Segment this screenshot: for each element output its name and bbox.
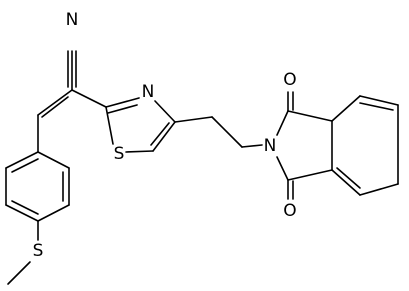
ethyl-linker <box>174 116 263 148</box>
bond <box>287 169 333 181</box>
vinyl-linker <box>37 89 107 153</box>
bond <box>336 167 361 189</box>
bond <box>287 110 333 122</box>
imide-ring <box>276 91 333 200</box>
bond <box>276 156 289 181</box>
bond <box>11 158 39 173</box>
nitrile-group <box>67 50 77 91</box>
bond <box>331 95 361 122</box>
bond <box>276 110 289 136</box>
phenyl-ring <box>5 151 70 222</box>
bond <box>174 116 213 123</box>
bond <box>41 96 69 118</box>
methylthio-group <box>7 220 39 285</box>
bond <box>211 116 243 148</box>
bond <box>125 150 154 153</box>
bond <box>71 89 107 108</box>
bond <box>154 100 176 123</box>
bond <box>241 144 263 148</box>
thiazole-nitrogen-label: N <box>142 82 155 102</box>
bond <box>359 95 399 106</box>
bond <box>37 89 73 116</box>
thioether-sulfur-label: S <box>33 241 44 261</box>
thiazole-ring <box>105 97 176 153</box>
carbonyl-oxygen-top-label: O <box>283 70 296 90</box>
phthalimide-benzene-ring <box>331 95 399 196</box>
imide-nitrogen-label: N <box>264 136 277 156</box>
bond <box>11 200 39 215</box>
bond <box>359 183 399 196</box>
bond <box>107 104 138 114</box>
nitrile-nitrogen-label: N <box>66 10 79 30</box>
bond <box>105 97 140 108</box>
bond <box>5 151 39 169</box>
bond <box>5 204 39 222</box>
bond <box>7 261 31 285</box>
carbonyl-oxygen-bottom-label: O <box>283 201 296 221</box>
thiazole-sulfur-label: S <box>114 144 125 164</box>
bond <box>37 204 70 222</box>
bond <box>331 169 361 196</box>
bond <box>150 122 170 146</box>
bond <box>105 106 114 145</box>
bond <box>152 121 176 152</box>
bond <box>359 102 394 111</box>
bond <box>37 151 70 169</box>
